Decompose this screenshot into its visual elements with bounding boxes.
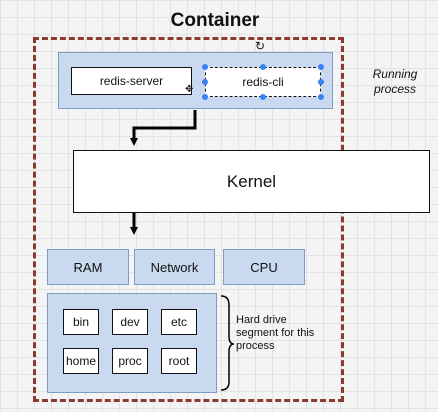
dir-label: root bbox=[168, 354, 190, 368]
selection-handle[interactable] bbox=[202, 94, 208, 100]
kernel-box[interactable]: Kernel bbox=[73, 150, 430, 213]
ram-label: RAM bbox=[73, 259, 103, 275]
selection-handle[interactable] bbox=[318, 94, 324, 100]
dir-bin[interactable]: bin bbox=[63, 309, 99, 335]
selection-handle[interactable] bbox=[202, 64, 208, 70]
running-process-label: Running process bbox=[372, 67, 418, 96]
hard-drive-brace bbox=[220, 295, 235, 391]
redis-server-box[interactable]: redis-server bbox=[71, 67, 192, 95]
dir-dev[interactable]: dev bbox=[112, 309, 148, 335]
cpu-box[interactable]: CPU bbox=[223, 249, 305, 285]
redis-server-label: redis-server bbox=[99, 74, 164, 88]
dir-label: proc bbox=[118, 354, 142, 368]
dir-label: home bbox=[65, 354, 97, 368]
selection-handle[interactable] bbox=[260, 94, 266, 100]
selection-handle[interactable] bbox=[318, 64, 324, 70]
ram-box[interactable]: RAM bbox=[47, 249, 129, 285]
rotate-icon[interactable]: ↻ bbox=[255, 39, 266, 53]
container-title: Container bbox=[170, 10, 260, 31]
network-box[interactable]: Network bbox=[134, 249, 215, 285]
redis-cli-label: redis-cli bbox=[242, 75, 284, 89]
cpu-label: CPU bbox=[250, 259, 278, 275]
dir-home[interactable]: home bbox=[63, 348, 99, 374]
network-label: Network bbox=[150, 259, 199, 275]
hard-drive-label: Hard drive segment for this process bbox=[236, 314, 315, 352]
container-boundary bbox=[33, 37, 344, 402]
selection-handle[interactable] bbox=[260, 64, 266, 70]
process-to-kernel-arrow bbox=[130, 110, 197, 146]
selection-handle[interactable] bbox=[202, 79, 208, 85]
selection-handle[interactable] bbox=[318, 79, 324, 85]
redis-cli-box[interactable]: redis-cli bbox=[205, 67, 321, 97]
dir-etc[interactable]: etc bbox=[161, 309, 197, 335]
dir-label: dev bbox=[120, 315, 140, 329]
move-cursor-icon: ✥ bbox=[185, 84, 194, 95]
kernel-label: Kernel bbox=[226, 171, 277, 191]
dir-root[interactable]: root bbox=[161, 348, 197, 374]
dir-proc[interactable]: proc bbox=[112, 348, 148, 374]
dir-label: etc bbox=[170, 315, 187, 329]
dir-label: bin bbox=[72, 315, 89, 329]
